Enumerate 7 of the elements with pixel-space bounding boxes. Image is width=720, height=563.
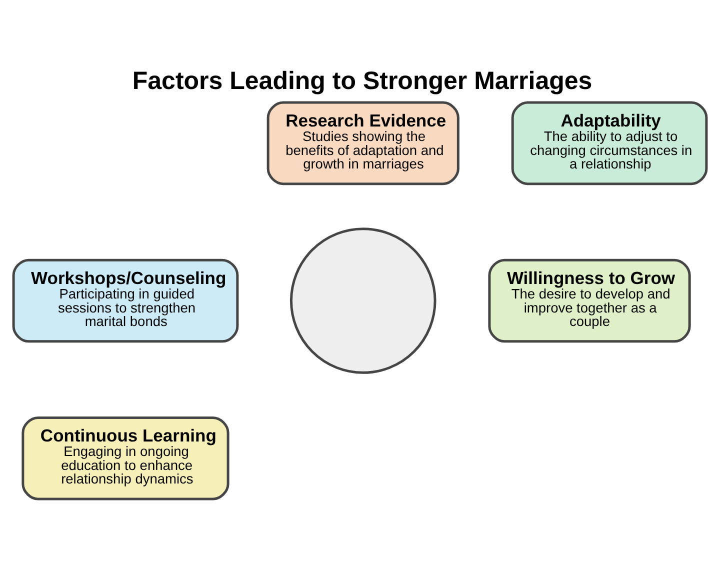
diagram-title: Factors Leading to Stronger Marriages	[132, 66, 592, 94]
node-box: Willingness to Grow The desire to develop and improve together as a couple	[488, 258, 691, 342]
node-box: Research Evidence Studies showing the benefits of adaptation and growth in marriages	[266, 100, 460, 185]
node-circle	[290, 227, 436, 374]
node-box: Adaptability The ability to adjust to changing circumstances in a relationship	[511, 100, 708, 185]
node-box: Workshops/Counseling Participating in guided sessions to strengthen marital bonds	[12, 258, 239, 342]
node-box: Continuous Learning Engaging in ongoing education to enhance relationship dynamics	[22, 416, 230, 500]
